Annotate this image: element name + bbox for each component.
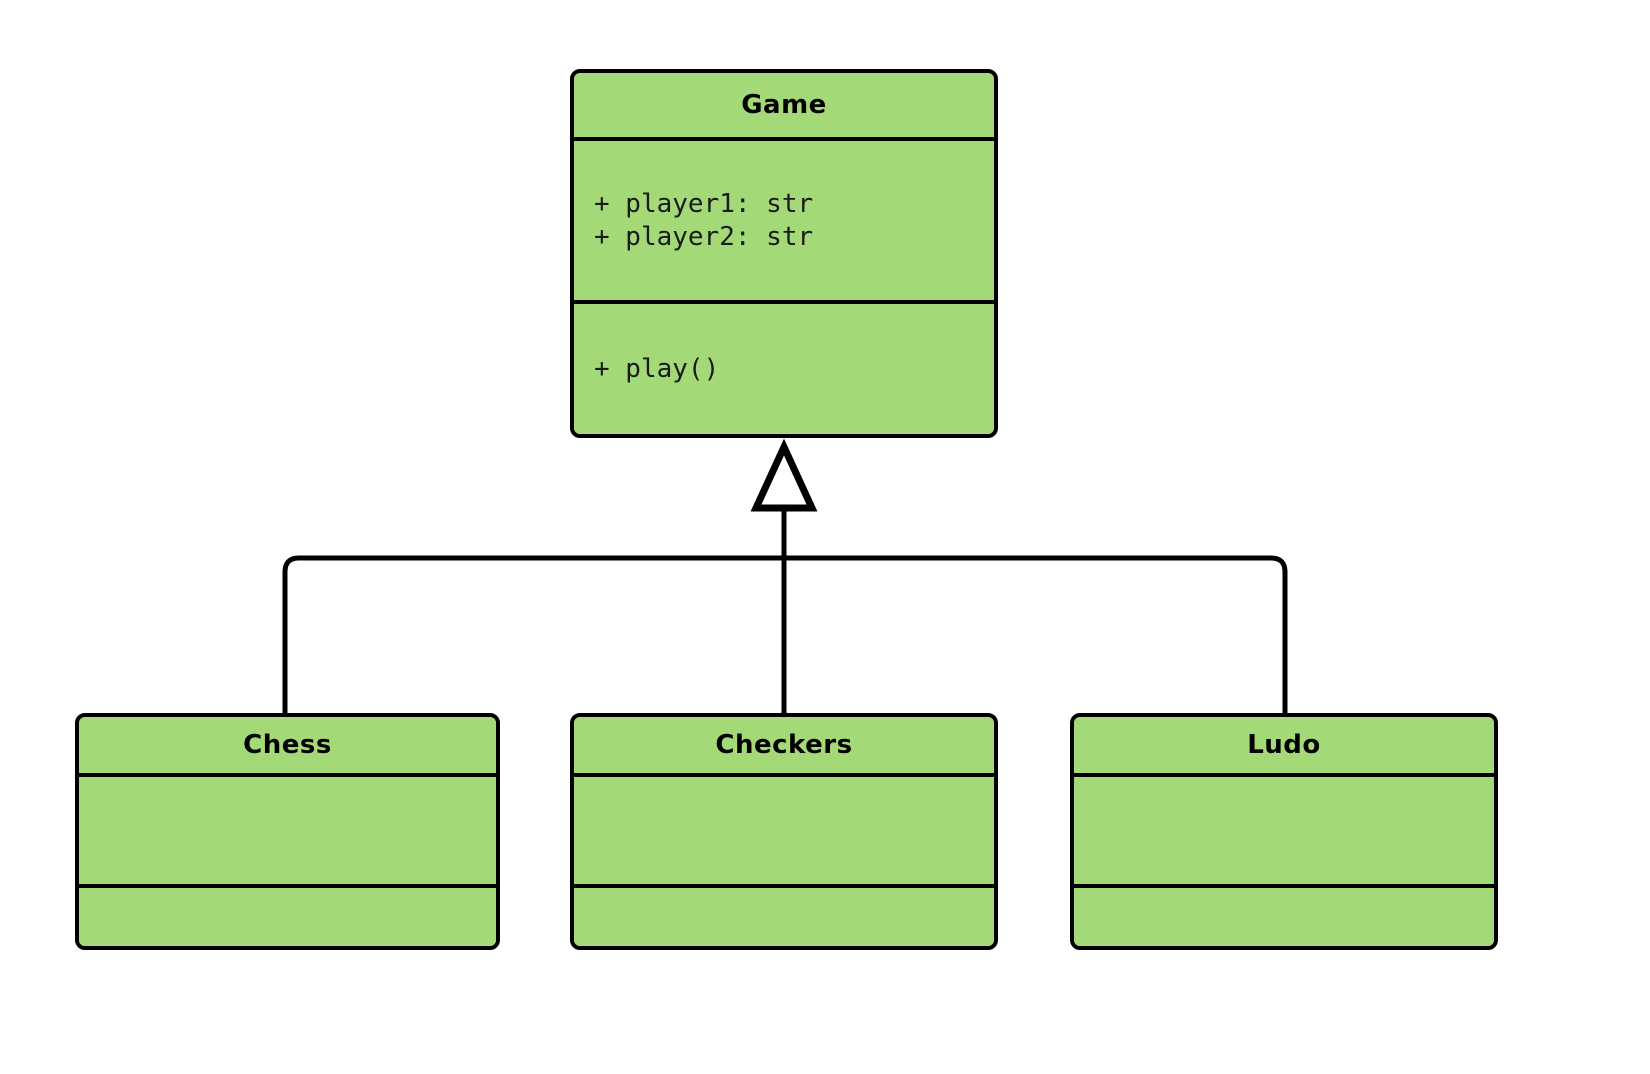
attribute-row: + player2: str: [594, 221, 814, 252]
class-attributes-chess: [79, 773, 496, 884]
class-box-ludo[interactable]: Ludo: [1070, 713, 1498, 950]
inheritance-bus: [282, 555, 1288, 576]
class-box-checkers[interactable]: Checkers: [570, 713, 998, 950]
class-methods-checkers: [574, 884, 994, 946]
class-name-ludo: Ludo: [1074, 717, 1494, 773]
class-box-game[interactable]: Game + player1: str + player2: str + pla…: [570, 69, 998, 438]
inheritance-arrowhead: [750, 438, 818, 512]
attribute-row: + player1: str: [594, 188, 814, 219]
class-name-game: Game: [574, 73, 994, 137]
class-name-checkers: Checkers: [574, 717, 994, 773]
class-attributes-ludo: [1074, 773, 1494, 884]
class-attributes-game: + player1: str + player2: str: [574, 137, 994, 300]
class-name-chess: Chess: [79, 717, 496, 773]
class-methods-game: + play(): [574, 300, 994, 434]
method-row: + play(): [594, 353, 720, 384]
class-methods-chess: [79, 884, 496, 946]
class-attributes-checkers: [574, 773, 994, 884]
class-methods-ludo: [1074, 884, 1494, 946]
class-box-chess[interactable]: Chess: [75, 713, 500, 950]
